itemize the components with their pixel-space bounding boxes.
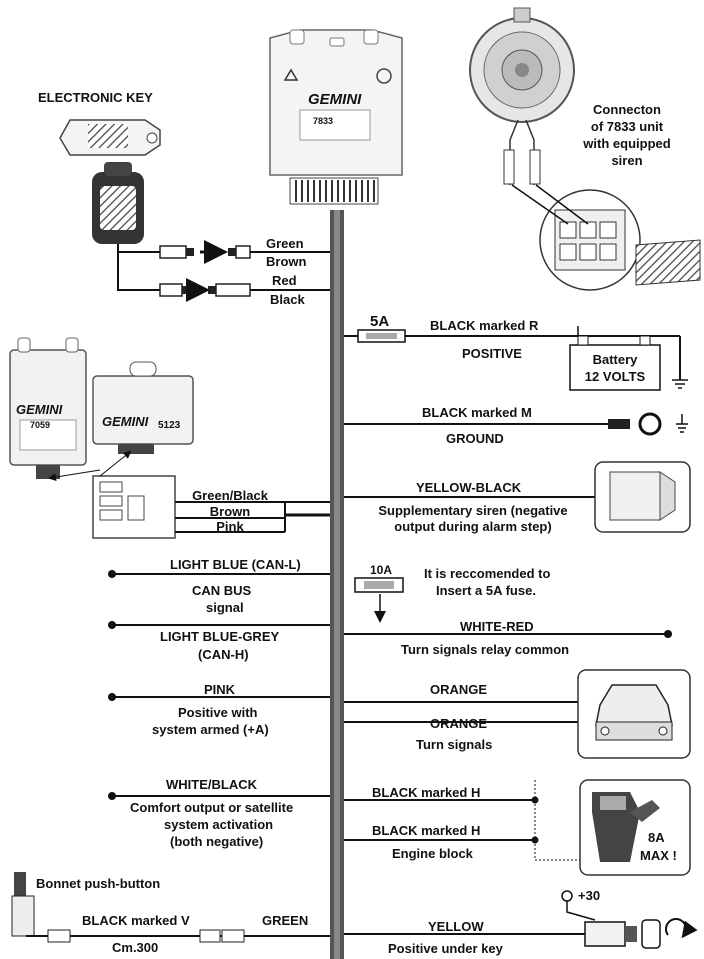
pos-armed-label-1: Positive with	[178, 705, 258, 720]
black-r-label: BLACK marked R	[430, 318, 539, 333]
main-harness-trunk	[330, 210, 344, 959]
left-unit-7059	[9, 337, 87, 479]
unit-5123	[92, 361, 194, 454]
black-v-label: BLACK marked V	[82, 913, 190, 928]
black-m-label: BLACK marked M	[422, 405, 532, 420]
electronic-key	[59, 119, 161, 156]
engine-block-relay	[579, 779, 691, 876]
turn-signals-label: Turn signals	[416, 737, 493, 752]
siren-device	[469, 7, 575, 185]
key-reader	[92, 162, 144, 244]
comfort-label-1: Comfort output or satellite	[130, 800, 294, 815]
positive-key-label: Positive under key	[388, 941, 503, 956]
main-unit-model: 7833	[313, 116, 334, 126]
electronic-key-label: ELECTRONIC KEY	[38, 90, 153, 105]
fuse-5a-label: 5A	[370, 313, 390, 330]
white-red-label: WHITE-RED	[460, 619, 534, 634]
battery-label-2: 12 VOLTS	[584, 369, 646, 384]
wire-green-black-label: Green/Black	[192, 488, 268, 503]
max-8a-label-1: 8A	[648, 830, 665, 845]
bonnet-push-button	[11, 872, 245, 943]
positive-label: POSITIVE	[462, 346, 522, 361]
ground-ring-terminal	[608, 412, 688, 436]
fuse-5a	[357, 329, 406, 343]
bonnet-label: Bonnet push-button	[36, 876, 161, 891]
connection-7833-line2: of 7833 unit	[590, 119, 664, 134]
engine-dot-1	[531, 796, 539, 804]
siren-connector-detail	[511, 184, 701, 291]
main-unit-brand: GEMINI	[308, 91, 362, 108]
wire-black-label: Black	[270, 292, 305, 307]
plus30-label: +30	[578, 888, 601, 903]
comfort-label-2: system activation	[164, 817, 274, 832]
wire-brown-label: Brown	[266, 254, 307, 269]
connector-block	[48, 450, 330, 539]
comfort-label-3: (both negative)	[170, 834, 264, 849]
wire-brown-label-2: Brown	[209, 504, 251, 519]
yellow-label: YELLOW	[428, 919, 484, 934]
fuse-note-1: It is reccomended to	[424, 566, 551, 581]
fuse-10a	[354, 577, 404, 623]
unit-5123-model: 5123	[158, 420, 181, 431]
wire-pink-label: Pink	[216, 519, 244, 534]
black-h-label-1: BLACK marked H	[372, 785, 481, 800]
supp-siren-label-1: Supplementary siren (negative	[378, 503, 568, 518]
cm300-label: Cm.300	[112, 940, 159, 955]
battery-label-1: Battery	[592, 352, 638, 367]
green-label: GREEN	[262, 913, 309, 928]
wire-red-label: Red	[272, 273, 297, 288]
pink-label: PINK	[204, 682, 236, 697]
engine-block-dashed	[534, 780, 580, 861]
fuse-note-2: Insert a 5A fuse.	[436, 583, 536, 598]
supplementary-siren	[594, 461, 691, 533]
main-control-unit	[269, 29, 403, 205]
engine-block-label: Engine block	[392, 846, 473, 861]
ground-label: GROUND	[446, 431, 504, 446]
battery	[569, 326, 661, 391]
connection-7833-line1: Connecton	[593, 102, 661, 117]
fuse-10a-label: 10A	[370, 563, 393, 577]
white-black-label: WHITE/BLACK	[166, 777, 257, 792]
ground-symbol-battery	[672, 379, 688, 389]
wire-green-label: Green	[266, 236, 304, 251]
connection-7833-line3: with equipped	[583, 136, 671, 151]
light-blue-canl-label: LIGHT BLUE (CAN-L)	[170, 557, 301, 572]
can-bus-label-1: CAN BUS	[192, 583, 252, 598]
orange-label-1: ORANGE	[430, 682, 488, 697]
black-h-label-2: BLACK marked H	[372, 823, 481, 838]
ignition-switch	[561, 890, 698, 949]
orange-label-2: ORANGE	[430, 716, 488, 731]
left-unit-brand: GEMINI	[16, 402, 63, 417]
light-blue-grey-label: LIGHT BLUE-GREY	[160, 629, 280, 644]
right-wires	[344, 335, 681, 935]
pos-armed-label-2: system armed (+A)	[152, 722, 269, 737]
left-unit-model: 7059	[30, 420, 51, 430]
turn-relay-label: Turn signals relay common	[401, 642, 570, 657]
yellow-black-label: YELLOW-BLACK	[416, 480, 522, 495]
engine-dot-2	[531, 836, 539, 844]
left-wire-dots	[108, 570, 672, 800]
car-turn-signals	[577, 669, 691, 759]
supp-siren-label-2: output during alarm step)	[394, 519, 552, 534]
max-8a-label-2: MAX !	[640, 848, 677, 863]
connection-7833-line4: siren	[611, 153, 643, 168]
key-connectors	[159, 240, 251, 302]
can-bus-label-2: signal	[206, 600, 244, 615]
key-reader-wires	[117, 244, 330, 291]
can-h-label: (CAN-H)	[198, 647, 249, 662]
unit-5123-brand: GEMINI	[102, 414, 149, 429]
